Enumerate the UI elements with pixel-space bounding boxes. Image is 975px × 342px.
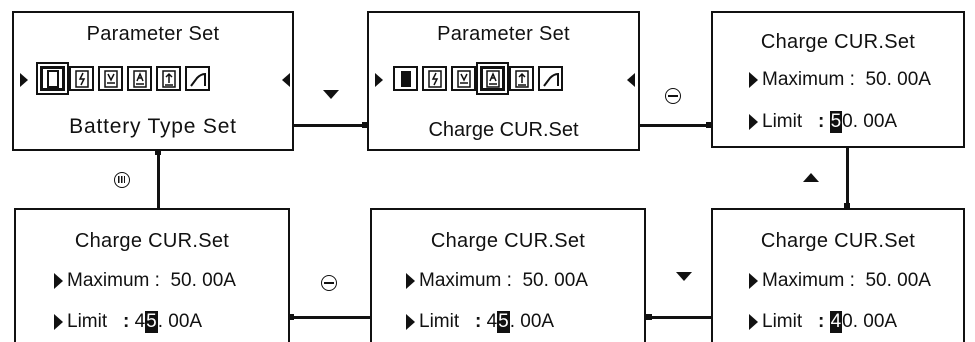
screen-subtitle: Battery Type Set bbox=[69, 115, 237, 138]
connector-dot bbox=[706, 122, 712, 128]
maximum-value: 50. 00A bbox=[170, 270, 236, 291]
screen-title: Parameter Set bbox=[437, 23, 570, 45]
limit-colon: : bbox=[817, 111, 825, 132]
limit-cursor-digit[interactable]: 5 bbox=[145, 311, 158, 333]
limit-cursor-digit[interactable]: 5 bbox=[497, 311, 510, 333]
pointer-icon bbox=[749, 314, 758, 330]
limit-colon: : bbox=[817, 311, 825, 332]
limit-value-prefix: 4 bbox=[134, 311, 146, 332]
up-key-icon bbox=[803, 173, 819, 182]
connector-line bbox=[157, 151, 160, 208]
screen-charge-cur-limit-45-edit: Charge CUR.Set Maximum : 50. 00A Limit :… bbox=[370, 208, 646, 342]
voltage-icon bbox=[451, 66, 476, 91]
pointer-icon bbox=[406, 273, 415, 289]
connector-line bbox=[646, 316, 711, 319]
limit-label: Limit bbox=[419, 311, 460, 332]
maximum-value: 50. 00A bbox=[522, 270, 588, 291]
connector-dot bbox=[155, 149, 161, 155]
limit-value-rest: . 00A bbox=[509, 311, 555, 332]
right-arrow-icon bbox=[375, 73, 383, 87]
battery-icon bbox=[393, 66, 418, 91]
screen-title: Charge CUR.Set bbox=[760, 230, 916, 252]
connector-line bbox=[294, 124, 367, 127]
screen-charge-cur-limit-40: Charge CUR.Set Maximum : 50. 00A Limit :… bbox=[711, 208, 965, 342]
limit-label: Limit bbox=[67, 311, 108, 332]
pointer-icon bbox=[749, 114, 758, 130]
pointer-icon bbox=[749, 72, 758, 88]
limit-value-prefix: 4 bbox=[486, 311, 498, 332]
connector-dot bbox=[362, 122, 368, 128]
screen-title: Charge CUR.Set bbox=[430, 230, 586, 252]
maximum-label: Maximum : bbox=[762, 69, 855, 90]
limit-label: Limit bbox=[762, 311, 803, 332]
battery-icon bbox=[40, 66, 65, 91]
connector-line bbox=[640, 124, 711, 127]
maximum-row: Maximum : 50. 00A bbox=[749, 270, 931, 292]
left-arrow-icon bbox=[627, 73, 635, 87]
screen-title: Charge CUR.Set bbox=[74, 230, 230, 252]
maximum-label: Maximum : bbox=[419, 270, 512, 291]
limit-value-rest: 0. 00A bbox=[842, 111, 898, 132]
pointer-icon bbox=[54, 314, 63, 330]
pointer-icon bbox=[749, 273, 758, 289]
upload-icon bbox=[156, 66, 181, 91]
maximum-row: Maximum : 50. 00A bbox=[54, 270, 236, 292]
lightning-icon bbox=[422, 66, 447, 91]
connector-dot bbox=[844, 203, 850, 209]
right-arrow-icon bbox=[20, 73, 28, 87]
connector-line bbox=[846, 148, 849, 208]
screen-title: Parameter Set bbox=[86, 23, 220, 45]
connector-dot bbox=[288, 314, 294, 320]
maximum-label: Maximum : bbox=[67, 270, 160, 291]
limit-colon: : bbox=[474, 311, 482, 332]
screen-parameter-set-charge: Parameter Set Charge CUR.Set bbox=[367, 11, 640, 151]
pointer-icon bbox=[54, 273, 63, 289]
voltage-icon bbox=[98, 66, 123, 91]
limit-value-rest: . 00A bbox=[157, 311, 203, 332]
screen-subtitle: Charge CUR.Set bbox=[428, 119, 579, 141]
screen-parameter-set-battery: Parameter Set Battery Type Set bbox=[12, 11, 294, 151]
current-icon bbox=[480, 66, 505, 91]
screen-charge-cur-limit-45-saved: Charge CUR.Set Maximum : 50. 00A Limit :… bbox=[14, 208, 290, 342]
limit-colon: : bbox=[122, 311, 130, 332]
enter-key-icon bbox=[321, 275, 337, 291]
maximum-value: 50. 00A bbox=[865, 69, 931, 90]
screen-title: Charge CUR.Set bbox=[760, 31, 916, 53]
maximum-value: 50. 00A bbox=[865, 270, 931, 291]
down-key-icon bbox=[323, 90, 339, 99]
down-key-icon bbox=[676, 272, 692, 281]
connector-dot bbox=[646, 314, 652, 320]
lightning-icon bbox=[69, 66, 94, 91]
limit-value-rest: 0. 00A bbox=[842, 311, 898, 332]
current-icon bbox=[127, 66, 152, 91]
icon-row bbox=[40, 66, 214, 91]
icon-row bbox=[393, 66, 567, 91]
screen-charge-cur-limit-50: Charge CUR.Set Maximum : 50. 00A Limit :… bbox=[711, 11, 965, 148]
enter-key-icon bbox=[665, 88, 681, 104]
limit-label: Limit bbox=[762, 111, 803, 132]
limit-cursor-digit[interactable]: 4 bbox=[829, 311, 843, 333]
maximum-row: Maximum : 50. 00A bbox=[749, 69, 931, 91]
maximum-row: Maximum : 50. 00A bbox=[406, 270, 588, 292]
pointer-icon bbox=[406, 314, 415, 330]
left-arrow-icon bbox=[282, 73, 290, 87]
maximum-label: Maximum : bbox=[762, 270, 855, 291]
connector-line bbox=[290, 316, 370, 319]
curve-icon bbox=[185, 66, 210, 91]
menu-key-icon bbox=[114, 172, 130, 188]
curve-icon bbox=[538, 66, 563, 91]
upload-icon bbox=[509, 66, 534, 91]
limit-cursor-digit[interactable]: 5 bbox=[829, 111, 843, 133]
